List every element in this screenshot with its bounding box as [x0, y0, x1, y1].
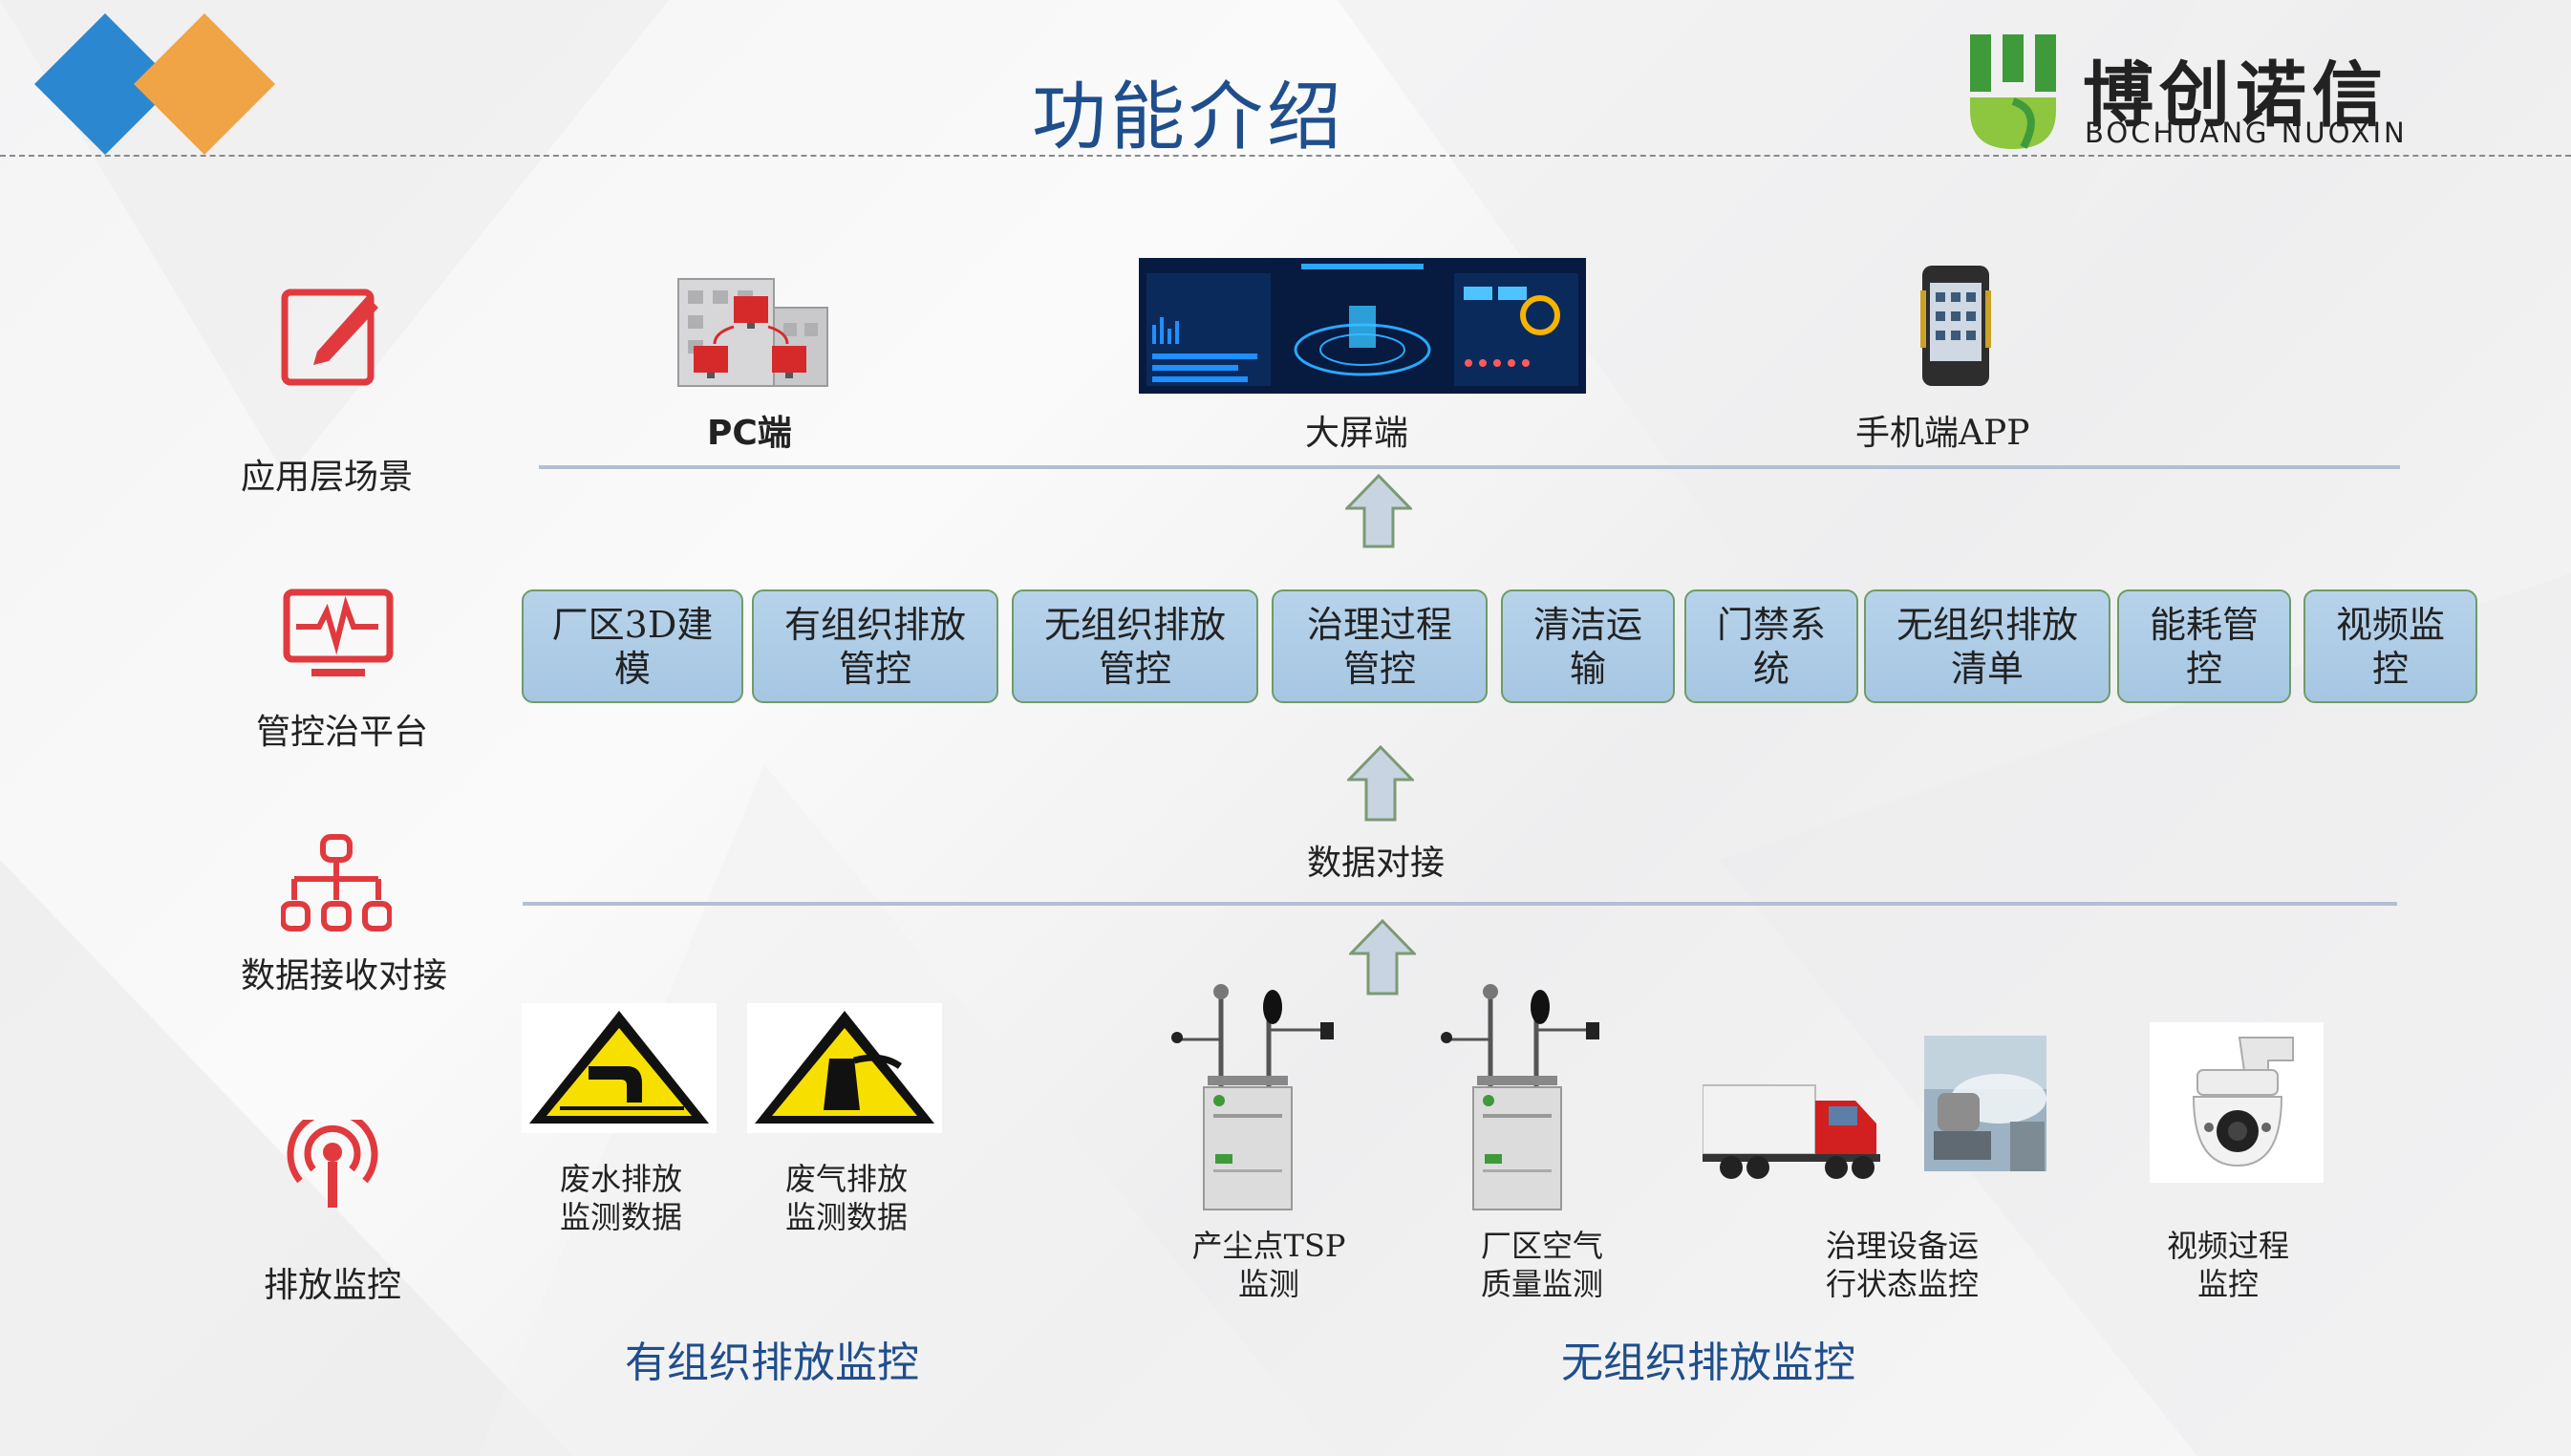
module-access-control[interactable]: 门禁系统: [1684, 589, 1858, 703]
layer-label-data: 数据接收对接: [240, 956, 447, 996]
edit-icon: [281, 289, 378, 386]
hierarchy-icon: [281, 834, 392, 931]
module-clean-transport[interactable]: 清洁运输: [1501, 589, 1675, 703]
header-divider: [0, 155, 2571, 157]
app-label-bigscreen: 大屏端: [1305, 414, 1409, 453]
layer-label-emission: 排放监控: [263, 1266, 401, 1305]
page-title: 功能介绍: [1032, 75, 1346, 161]
dome-camera-image: [2150, 1022, 2324, 1183]
monitor-video-label: 视频过程监控: [2166, 1228, 2289, 1302]
module-emission-inventory[interactable]: 无组织排放清单: [1864, 589, 2110, 703]
layer-label-app: 应用层场景: [240, 458, 413, 497]
monitor-equipment-label: 治理设备运行状态监控: [1825, 1228, 1979, 1302]
mobile-device-image: [1920, 266, 1991, 386]
pc-building-icon: [677, 278, 828, 387]
signal-tower-icon: [287, 1120, 378, 1208]
brand-logo-icon: [1970, 34, 2056, 149]
brand-name-en: BOCHUANG NUOXIN: [2085, 117, 2408, 149]
monitor-pulse-icon: [283, 589, 394, 676]
tsp-monitor-station-image: [1171, 984, 1334, 1210]
up-arrow-icon: [1345, 474, 1412, 548]
wastegas-warning-sign: [747, 1003, 942, 1133]
module-unorganized-emission[interactable]: 无组织排放管控: [1012, 589, 1258, 703]
monitor-air-quality-label: 厂区空气质量监测: [1480, 1228, 1603, 1302]
brand-name: 博创诺信: [2083, 54, 2389, 137]
module-organized-emission[interactable]: 有组织排放管控: [752, 589, 998, 703]
up-arrow-icon: [1347, 745, 1414, 822]
group-label-organized: 有组织排放监控: [625, 1338, 919, 1387]
layer-label-platform: 管控治平台: [255, 713, 428, 752]
module-energy-control[interactable]: 能耗管控: [2117, 589, 2291, 703]
monitor-wastewater-label: 废水排放监测数据: [559, 1161, 682, 1235]
app-label-mobile: 手机端APP: [1855, 414, 2030, 453]
app-layer-divider: [539, 465, 2400, 469]
big-screen-dashboard-image: [1139, 258, 1586, 394]
data-docking-label: 数据对接: [1307, 844, 1446, 883]
data-layer-divider: [523, 902, 2397, 906]
truck-image: [1703, 1084, 1880, 1179]
app-label-pc: PC端: [707, 414, 792, 453]
wastewater-warning-sign: [522, 1003, 717, 1133]
corner-diamonds-decoration: [34, 13, 275, 155]
monitor-wastegas-label: 废气排放监测数据: [784, 1161, 908, 1235]
module-3d-modeling[interactable]: 厂区3D建模: [522, 589, 743, 703]
fog-cannon-image: [1924, 1036, 2046, 1171]
group-label-unorganized: 无组织排放监控: [1561, 1338, 1855, 1387]
air-quality-monitor-image: [1441, 984, 1599, 1210]
module-treatment-process[interactable]: 治理过程管控: [1272, 589, 1488, 703]
up-arrow-icon: [1349, 919, 1416, 996]
module-video-monitoring[interactable]: 视频监控: [2303, 589, 2477, 703]
